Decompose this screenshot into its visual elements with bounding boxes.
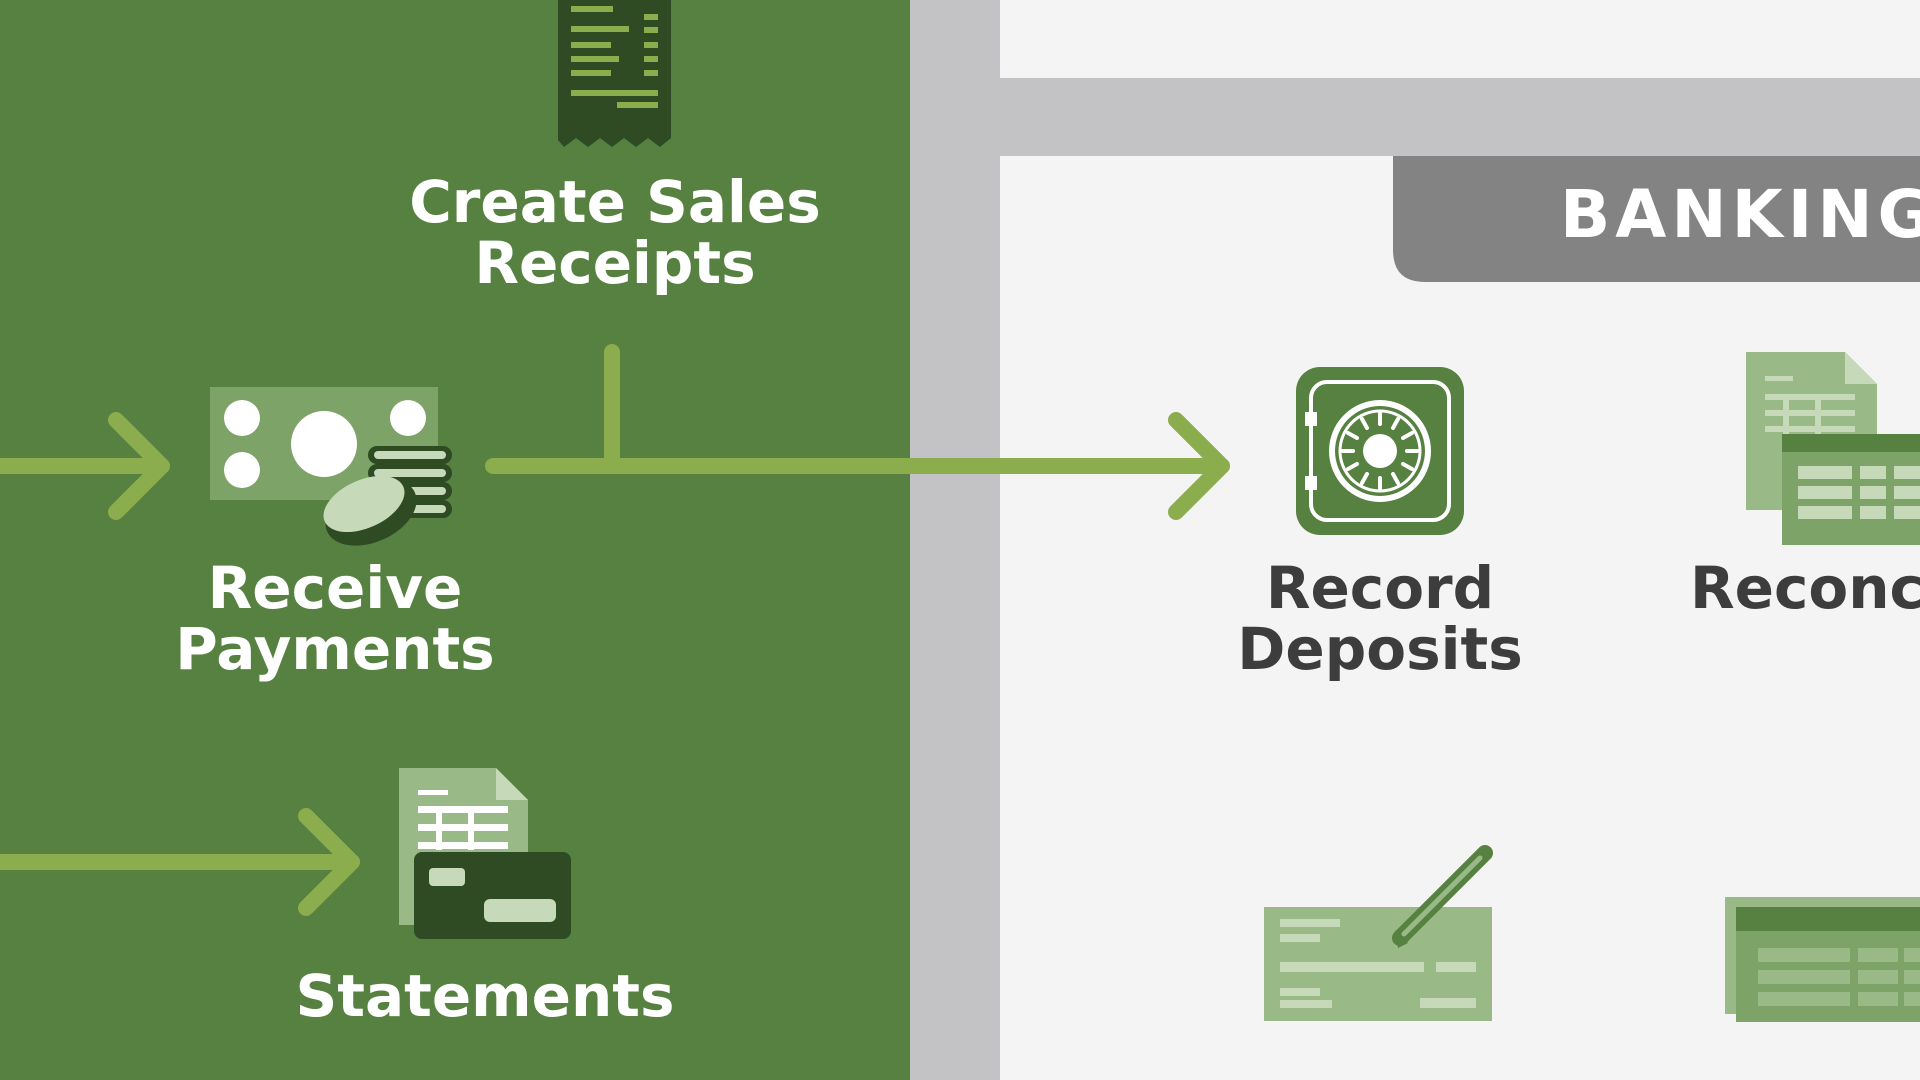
arrowhead-record-deposits (1168, 412, 1230, 520)
reconcile-sheet-icon (1746, 352, 1920, 545)
receipt-icon (558, 0, 671, 147)
flow-arrows (0, 344, 1230, 916)
banking-divider-vertical (910, 0, 1000, 1080)
create-sales-receipts-label: Create Sales Receipts (409, 168, 821, 298)
banking-section-title: BANKING (1560, 176, 1920, 253)
receive-payments-label: Receive Payments (175, 554, 495, 684)
safe-icon (1296, 367, 1464, 535)
check-pencil-icon (1264, 845, 1493, 1021)
statement-card-icon (399, 768, 571, 939)
arrowhead-statements (298, 808, 360, 916)
reconcile-label: Reconci (1690, 554, 1920, 622)
banking-divider-horizontal (1000, 78, 1920, 156)
register-table-icon (1725, 897, 1920, 1022)
record-deposits-label: Record Deposits (1237, 554, 1523, 684)
banking-banner (1393, 156, 1920, 282)
cash-coins-icon (210, 387, 452, 546)
arrowhead-receive-payments (108, 412, 170, 520)
statements-label: Statements (295, 962, 675, 1030)
